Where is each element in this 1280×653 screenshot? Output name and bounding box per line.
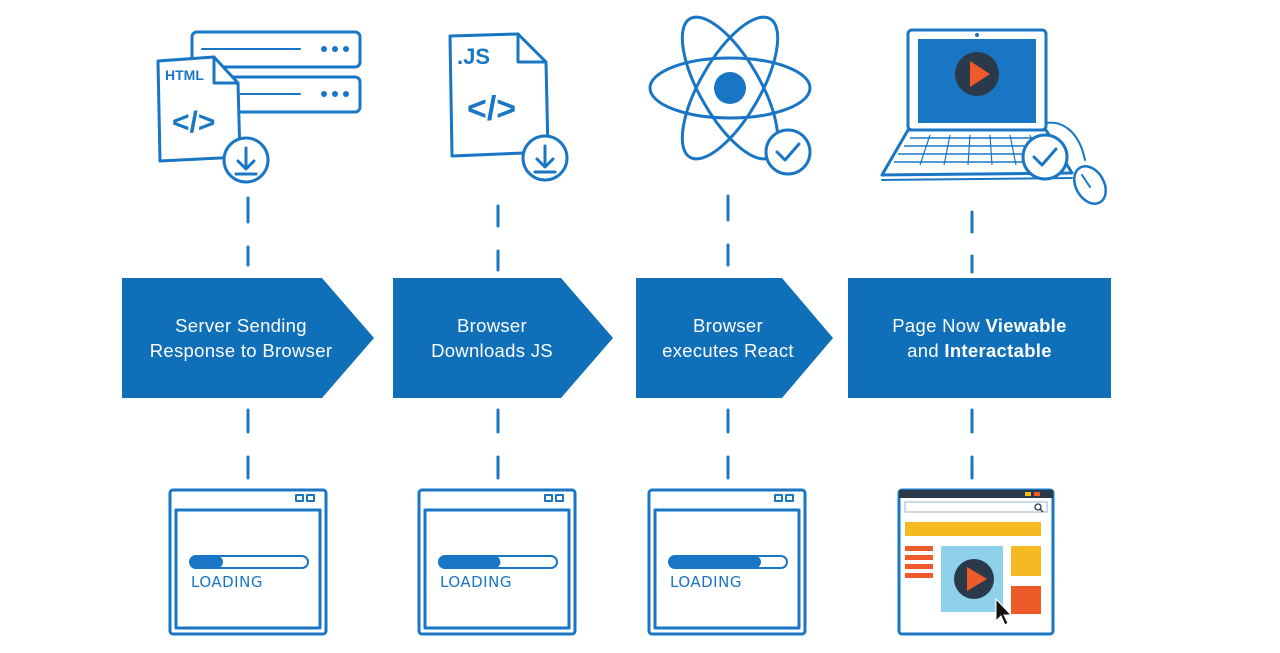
step-4-line1-bold: Viewable bbox=[985, 315, 1067, 336]
laptop-video-check-icon bbox=[880, 28, 1107, 205]
loading-progress-fill bbox=[669, 556, 761, 568]
step-4-label-line1: Page Now Viewable bbox=[892, 313, 1066, 338]
step-4-line2-bold: Interactable bbox=[944, 340, 1052, 361]
loading-text: LOADING bbox=[670, 573, 742, 591]
js-file-label: .JS bbox=[457, 44, 490, 69]
step-4-line2-prefix: and bbox=[907, 340, 945, 361]
step-4-label-line2: and Interactable bbox=[907, 338, 1052, 363]
loading-text: LOADING bbox=[191, 573, 263, 591]
step-2-label: Browser Downloads JS bbox=[393, 278, 591, 398]
html-file-server-icon: HTML </> bbox=[156, 30, 362, 184]
step-1-arrow bbox=[122, 278, 374, 398]
step-1-label-line2: Response to Browser bbox=[149, 340, 333, 361]
loading-text: LOADING bbox=[440, 573, 512, 591]
loading-window-icon: LOADING bbox=[168, 488, 328, 636]
react-atom-check-icon bbox=[648, 15, 812, 176]
code-glyph: </> bbox=[467, 90, 516, 128]
step-2-arrow bbox=[393, 278, 613, 398]
step-4-label: Page Now Viewable and Interactable bbox=[848, 278, 1111, 398]
step-4-line1-prefix: Page Now bbox=[892, 315, 986, 336]
loading-progress-fill bbox=[190, 556, 223, 568]
step-4-banner bbox=[848, 278, 1111, 398]
loading-window-icon: LOADING bbox=[417, 488, 577, 636]
step-3-label: Browser executes React bbox=[636, 278, 820, 398]
step-2-label-line1: Browser bbox=[457, 315, 527, 336]
interactive-webpage-icon bbox=[897, 488, 1055, 636]
step-3-arrow bbox=[636, 278, 833, 398]
step-2-label-line2: Downloads JS bbox=[431, 340, 553, 361]
step-3-label-line2: executes React bbox=[662, 340, 794, 361]
loading-window-icon: LOADING bbox=[647, 488, 807, 636]
code-glyph: </> bbox=[172, 106, 215, 139]
step-3-label-line1: Browser bbox=[693, 315, 763, 336]
step-1-label-line1: Server Sending bbox=[175, 315, 307, 336]
html-file-label: HTML bbox=[165, 67, 204, 83]
js-file-download-icon: .JS </> bbox=[448, 32, 569, 182]
loading-progress-fill bbox=[439, 556, 501, 568]
step-1-label: Server Sending Response to Browser bbox=[122, 278, 360, 398]
